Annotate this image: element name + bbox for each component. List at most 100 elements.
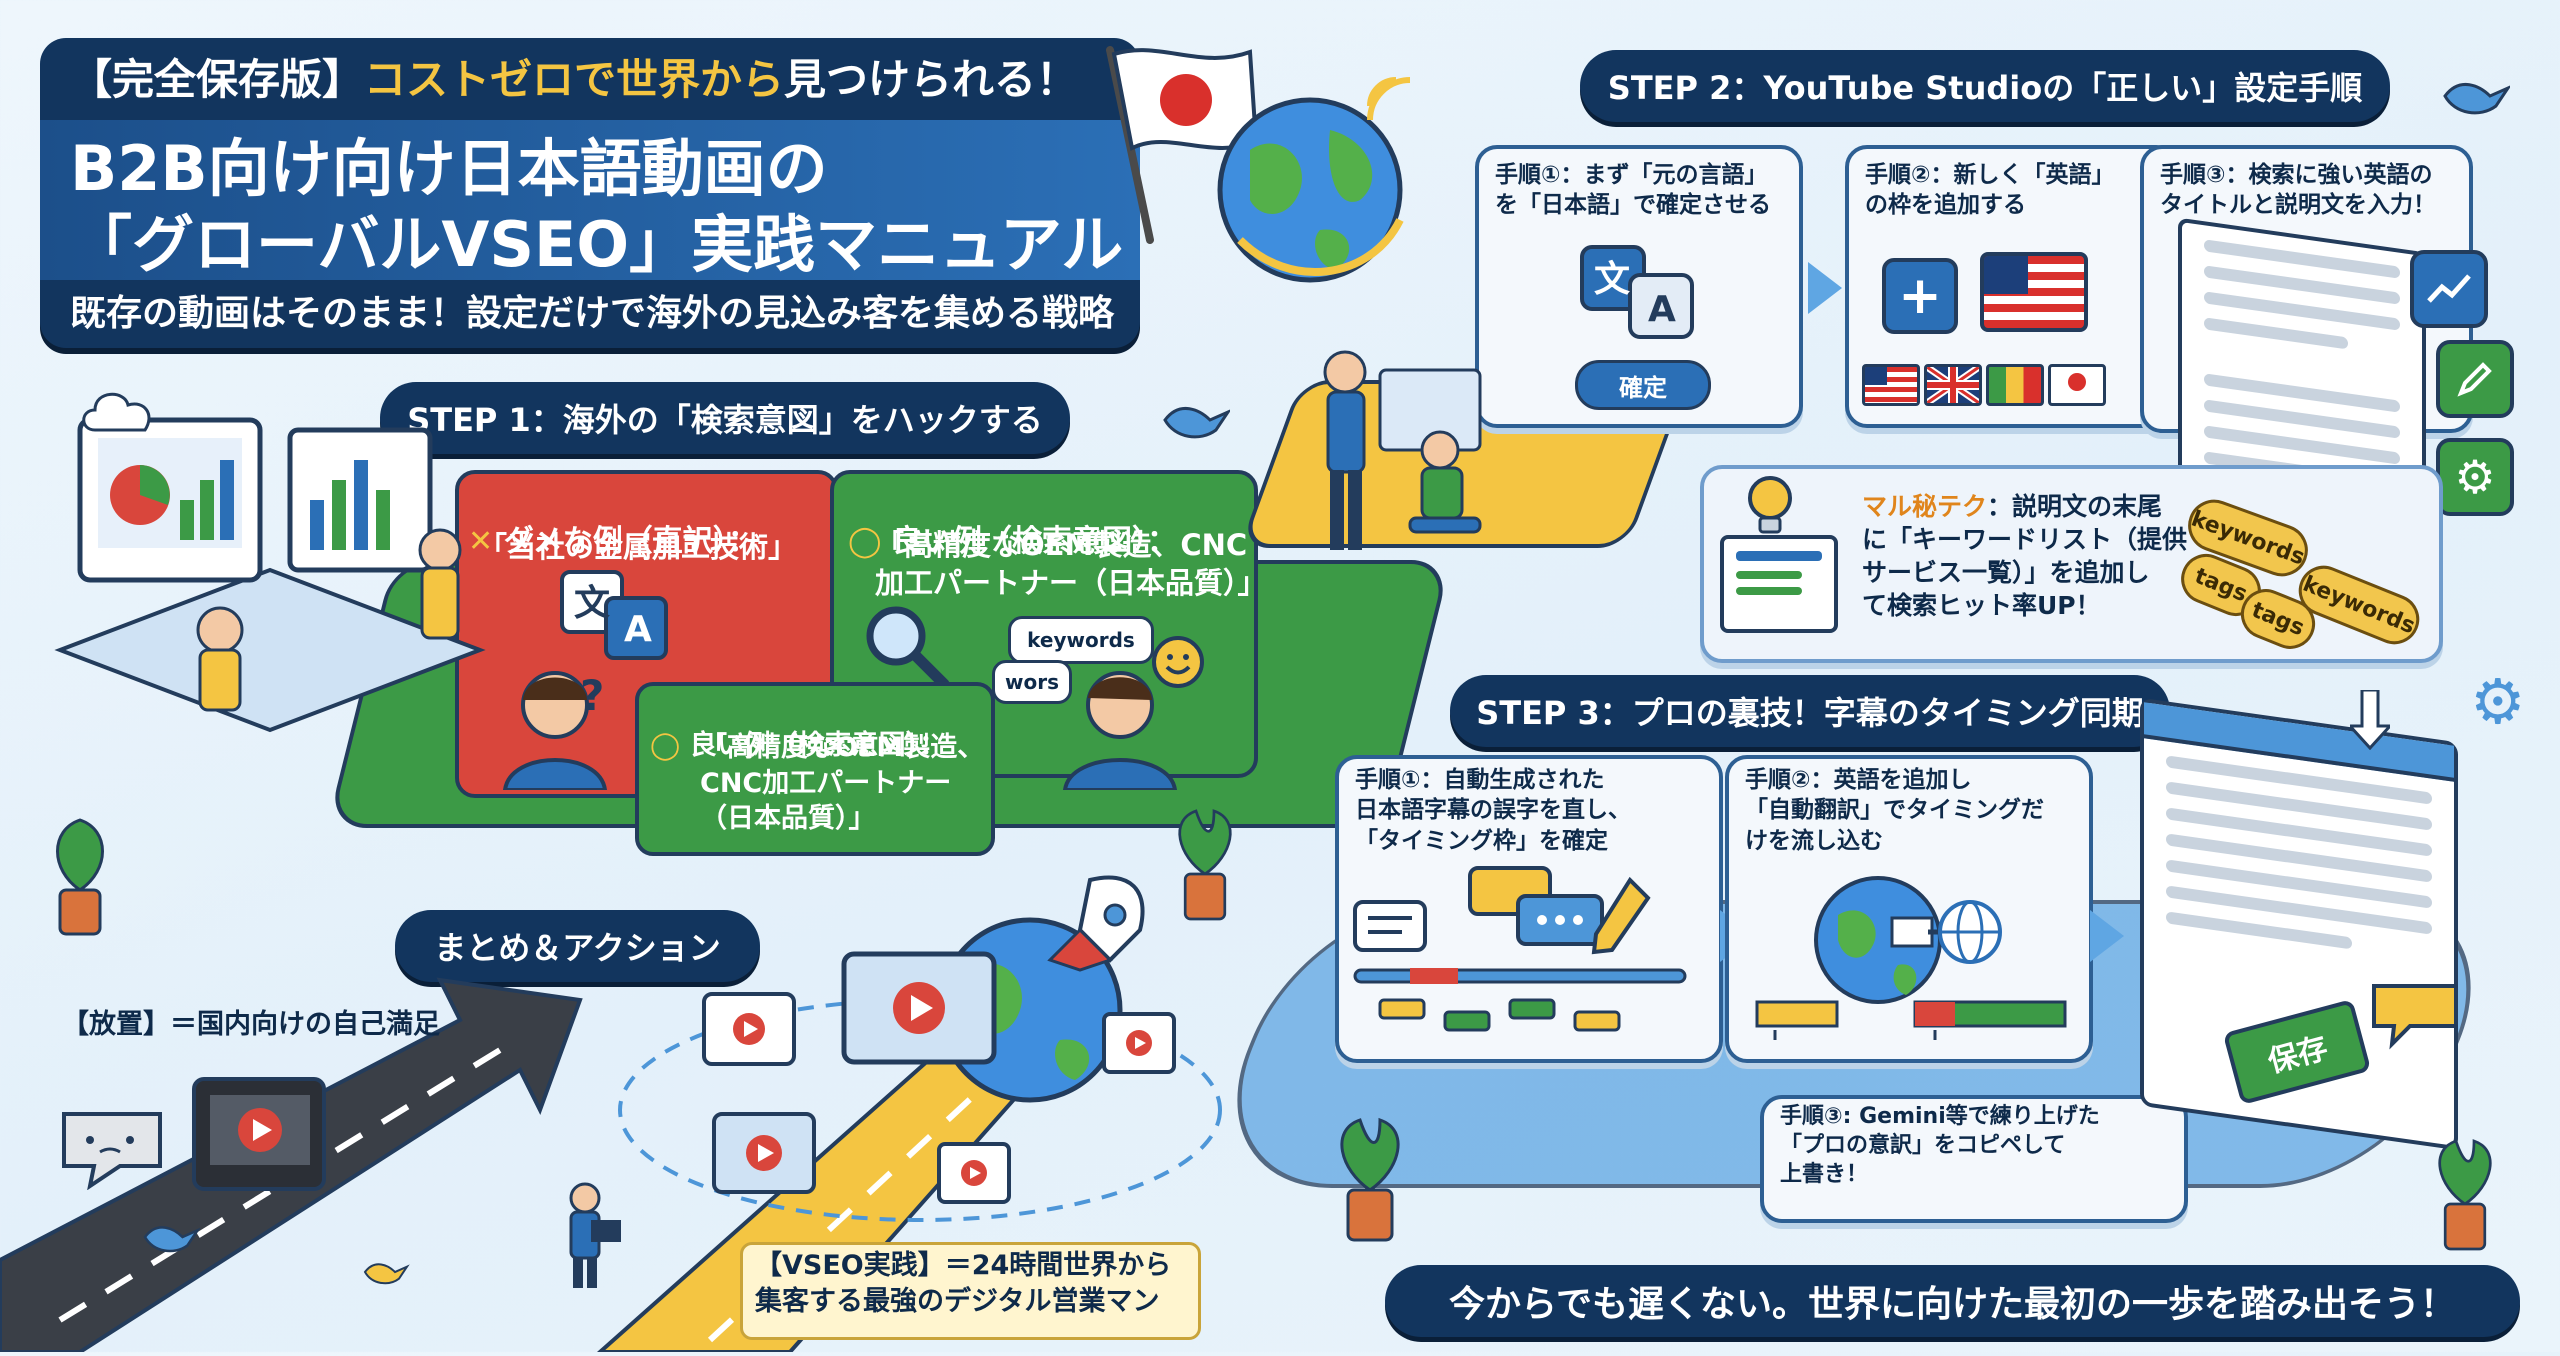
- circle-ok-icon-2: ◯: [650, 729, 681, 761]
- video-screen-icon-4: [935, 1140, 1015, 1214]
- timing-track-icon: [1755, 1000, 2075, 1044]
- step3-card-3-text: 手順③: Gemini等で練り上げた 「プロの意訳」をコピペして 上書き！: [1780, 1104, 2100, 1188]
- tip-label: マル秘テク: [1862, 492, 1988, 521]
- trend-icon: [2410, 250, 2488, 328]
- step3-card-1-text: 手順①：自動生成された 日本語字幕の誤字を直し、 「タイミング枠」を確定: [1355, 767, 1631, 854]
- checklist-icon: [1720, 535, 1838, 633]
- footer-cta-text: 今からでも遅くない。世界に向けた最初の一歩を踏み出そう！: [1449, 1284, 2456, 1325]
- wors-bubble: wors: [992, 660, 1072, 704]
- summary-good-text: 【VSEO実践】＝24時間世界から 集客する最強のデジタル営業マン: [755, 1250, 1172, 1317]
- bad-label-text: ダメな例（直訳）：: [503, 523, 758, 559]
- confirm-button-label: 確定: [1619, 373, 1667, 402]
- summary-title: まとめ＆アクション: [395, 910, 760, 982]
- plant-icon-2: [1320, 1110, 1420, 1254]
- bird-icon-4: [360, 1252, 410, 1296]
- good-example-2-text: 「高精度なOEM製造、 CNC加工パートナー （日本品質）」: [700, 732, 985, 835]
- page-subtitle: 既存の動画はそのまま！設定だけで海外の見込み客を集める戦略: [70, 293, 1115, 334]
- arrow-right-icon-4: [2090, 910, 2124, 962]
- good-label-text: 良い例（検索意図）：: [892, 523, 1178, 559]
- header-kicker: 【完全保存版】コストゼロで世界から見つけられる！: [70, 52, 1078, 107]
- japan-flag-small-icon[interactable]: [2048, 364, 2106, 406]
- signal-icon: [1360, 70, 1420, 134]
- person-laptop-icon: [555, 1180, 625, 1294]
- video-tv-icon: [190, 1075, 330, 1209]
- step3-title: STEP 3：プロの裏技！字幕のタイミング同期: [1450, 675, 2170, 747]
- confirm-button[interactable]: 確定: [1575, 360, 1711, 410]
- good-example-card-2: [635, 682, 995, 856]
- gear-icon[interactable]: ⚙: [2436, 438, 2514, 516]
- bird-icon: [1160, 390, 1233, 454]
- footer-cta: 今からでも遅くない。世界に向けた最初の一歩を踏み出そう！: [1385, 1265, 2520, 1337]
- bad-example-text: 「当社の金属加工技術」: [478, 530, 798, 564]
- step2-card-3-text: 手順③：検索に強い英語の タイトルと説明文を入力！: [2160, 162, 2436, 219]
- gear-icon-2: ⚙: [2470, 665, 2526, 738]
- comment-icon: [2370, 980, 2460, 1054]
- cloud-icon: [80, 385, 160, 439]
- svg-text:文: 文: [1594, 259, 1630, 300]
- step3-card-3: [1760, 1095, 2188, 1223]
- chat-bubble-icon: [60, 1110, 180, 1194]
- keywords-bubble: keywords: [1008, 616, 1154, 664]
- step2-title: STEP 2：YouTube Studioの「正しい」設定手順: [1580, 50, 2390, 122]
- page-title-line2: 「グローバルVSEO」実践マニュアル: [70, 208, 1124, 281]
- down-arrow-icon: [2346, 688, 2394, 754]
- step3-card-2-text: 手順②：英語を追加し 「自動翻訳」でタイミングだ けを流し込む: [1745, 767, 2044, 854]
- step1-title: STEP 1：海外の「検索意図」をハックする: [380, 382, 1070, 454]
- magnifier-icon: [860, 600, 950, 694]
- us-flag-small-icon[interactable]: [1862, 364, 1920, 406]
- save-button-label: 保存: [2264, 1030, 2332, 1081]
- step3-title-text: STEP 3：プロの裏技！字幕のタイミング同期: [1476, 694, 2144, 732]
- summary-good-box: [740, 1242, 1201, 1340]
- tip-text: マル秘テク：説明文の末尾 に「キーワードリスト（提供 サービス一覧）」を追加し …: [1862, 490, 2187, 622]
- circle-ok-icon: ◯: [848, 523, 882, 559]
- video-screen-icon-3: [710, 1110, 820, 1204]
- good-example-2-label: ◯ 良い例（検索意図）：: [650, 692, 946, 763]
- japan-flag-icon: [1080, 30, 1260, 254]
- smile-icon: [1150, 634, 1206, 694]
- step2-card-2-text: 手順②：新しく「英語」 の枠を追加する: [1865, 162, 2115, 219]
- kicker-bracket: 【完全保存版】: [70, 55, 365, 104]
- good-example-label: ◯ 良い例（検索意図）：: [848, 482, 1177, 561]
- bad-example-label: ✕ ダメな例（直訳）：: [468, 482, 758, 561]
- presenter-illustration: [1300, 340, 1520, 574]
- edit-icon[interactable]: [2436, 340, 2514, 418]
- step2-title-text: STEP 2：YouTube Studioの「正しい」設定手順: [1607, 69, 2363, 107]
- good2-label-text: 良い例（検索意図）：: [689, 729, 947, 761]
- italy-flag-icon[interactable]: [1986, 364, 2044, 406]
- plant-icon: [40, 810, 120, 944]
- svg-text:A: A: [1648, 289, 1676, 330]
- video-screen-icon-5: [1100, 1010, 1180, 1084]
- globe-translate-icon: [1808, 870, 2008, 1014]
- video-screen-icon-2: [700, 990, 800, 1074]
- plant-icon-4: [1160, 800, 1250, 934]
- page-title-line1: B2B向け向け日本語動画の: [70, 132, 828, 205]
- video-screen-icon-1: [840, 950, 1000, 1074]
- lightbulb-icon: [1740, 470, 1800, 544]
- globe-icon: [1210, 90, 1410, 294]
- plant-icon-3: [2420, 1130, 2510, 1264]
- step2-card-1-text: 手順①：まず「元の言語」 を「日本語」で確定させる: [1495, 162, 1771, 219]
- kicker-rest: 見つけられる！: [784, 55, 1079, 104]
- translate-icon: [560, 568, 690, 672]
- uk-flag-icon[interactable]: [1924, 364, 1982, 406]
- good-example-text: 「高精度なOEM製造、CNC 加工パートナー（日本品質）」: [875, 528, 1267, 601]
- office-scene: [40, 400, 500, 764]
- bird-icon-3: [140, 1212, 201, 1266]
- tip-body: ：説明文の末尾 に「キーワードリスト（提供 サービス一覧）」を追加し て検索ヒッ…: [1862, 492, 2188, 620]
- kicker-highlight: コストゼロで世界から: [364, 55, 785, 104]
- step1-title-text: STEP 1：海外の「検索意図」をハックする: [407, 401, 1043, 439]
- header-title-band: [40, 120, 1140, 280]
- us-flag-icon: [1980, 252, 2088, 332]
- add-language-button[interactable]: +: [1882, 258, 1958, 334]
- subtitle-timeline-illustration: [1350, 860, 1700, 1054]
- arrow-right-icon: [1808, 262, 1842, 314]
- summary-bad-text: 【放置】＝国内向けの自己満足: [62, 1009, 440, 1040]
- translate-glyph-a: 文: [574, 583, 611, 624]
- translate-glyph-b: A: [624, 609, 652, 650]
- summary-title-text: まとめ＆アクション: [434, 929, 721, 967]
- happy-person-icon: [1050, 660, 1180, 794]
- confused-person-icon: [500, 660, 610, 794]
- bird-icon-2: [2440, 66, 2513, 130]
- cross-icon: ✕: [468, 523, 494, 559]
